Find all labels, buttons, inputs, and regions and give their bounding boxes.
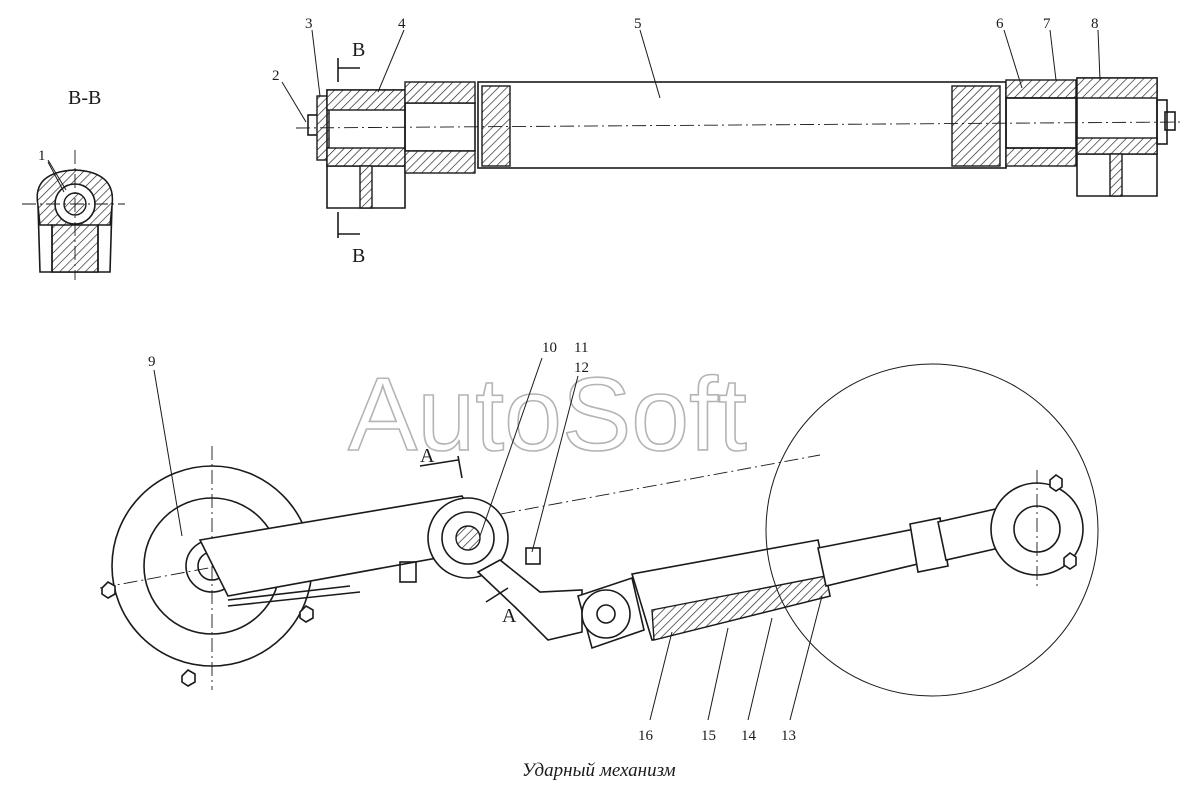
top-link-assembly: B B <box>295 39 1183 267</box>
callout-4: 4 <box>398 16 406 32</box>
callout-15: 15 <box>701 728 716 744</box>
callout-5: 5 <box>634 16 642 32</box>
callout-11: 11 <box>574 340 588 356</box>
callout-8: 8 <box>1091 16 1099 32</box>
callout-13: 13 <box>781 728 796 744</box>
view-a-label-bottom: A <box>502 605 517 627</box>
callout-16: 16 <box>638 728 654 744</box>
callout-10: 10 <box>542 340 557 356</box>
callout-12: 12 <box>574 360 589 376</box>
callout-14: 14 <box>741 728 757 744</box>
figure-caption: Ударный механизм <box>522 760 676 781</box>
section-bb-title: B-B <box>68 87 101 109</box>
callout-2: 2 <box>272 68 280 84</box>
leader-lines <box>47 29 1101 721</box>
callout-7: 7 <box>1043 16 1051 32</box>
cut-mark-top: B <box>352 39 365 61</box>
cut-mark-bottom: B <box>352 245 365 267</box>
callout-9: 9 <box>148 354 156 370</box>
watermark-text: AutoSoft <box>348 357 747 473</box>
impact-mechanism-view: A A <box>99 363 1099 697</box>
section-bb-view: B-B <box>22 87 125 280</box>
callout-labels: 1 2 3 4 5 6 7 8 9 10 11 12 13 14 15 16 <box>38 16 1099 744</box>
view-a-label-top: A <box>420 445 435 467</box>
callout-3: 3 <box>305 16 313 32</box>
callout-1: 1 <box>38 148 46 164</box>
callout-6: 6 <box>996 16 1004 32</box>
